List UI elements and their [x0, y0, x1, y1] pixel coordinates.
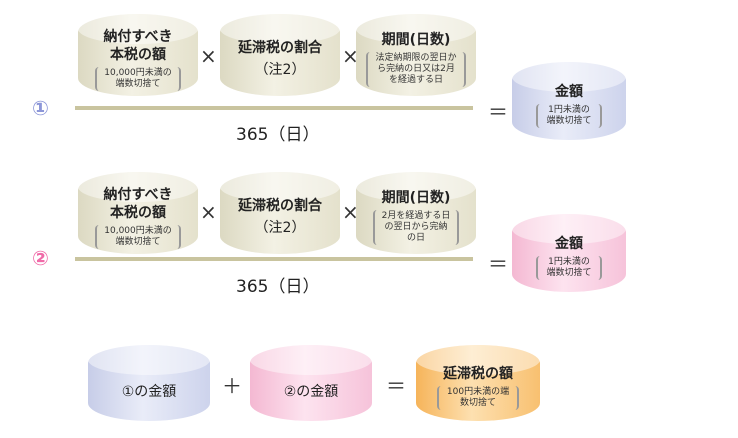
delinquency-tax-title: 延滞税の額 — [443, 365, 513, 382]
result-title: 金額 — [555, 83, 583, 100]
fraction-line-1 — [75, 106, 473, 110]
denominator-2: 365（日） — [236, 277, 320, 297]
principal-title: 納付すべき本税の額 — [103, 186, 172, 222]
principal-note: 10,000円未満の端数切捨て — [95, 224, 181, 249]
equals-sign: ＝ — [386, 374, 406, 398]
result-cylinder-1: 金額 1円未満の端数切捨て — [512, 62, 626, 140]
period-cylinder-2: 期間(日数) 2月を経過する日の翌日から完納の日 — [356, 172, 476, 254]
period-cylinder-1: 期間(日数) 法定納期限の翌日から完納の日又は2月を経過する日 — [356, 14, 476, 96]
period-title: 期間(日数) — [381, 190, 451, 206]
rate-title: 延滞税の割合 — [238, 40, 322, 56]
result-note: 1円未満の端数切捨て — [536, 103, 602, 128]
result-cylinder-2: 金額 1円未満の端数切捨て — [512, 214, 626, 292]
equals-sign: ＝ — [488, 252, 508, 276]
period-note: 法定納期限の翌日から完納の日又は2月を経過する日 — [366, 52, 466, 87]
rate-note: （注2） — [254, 220, 306, 236]
equals-sign: ＝ — [488, 100, 508, 124]
amount-2-label: ②の金額 — [283, 384, 339, 400]
principal-tax-cylinder-2: 納付すべき本税の額 10,000円未満の端数切捨て — [78, 172, 198, 254]
multiply-sign: × — [342, 44, 359, 68]
principal-title-line2: 本税の額 — [110, 46, 166, 63]
principal-tax-cylinder-1: 納付すべき本税の額 10,000円未満の端数切捨て — [78, 14, 198, 96]
multiply-sign: × — [342, 200, 359, 224]
amount-1-label: ①の金額 — [121, 384, 177, 400]
amount-1-cylinder: ①の金額 — [88, 345, 210, 421]
result-note: 1円未満の端数切捨て — [536, 255, 602, 280]
principal-title: 納付すべき本税の額 — [103, 28, 172, 64]
delinquency-tax-note: 100円未満の端数切捨て — [437, 385, 519, 410]
result-title: 金額 — [555, 235, 583, 252]
principal-title-line1: 納付すべき — [103, 186, 173, 203]
period-note: 2月を経過する日の翌日から完納の日 — [373, 210, 459, 245]
marker-2: ② — [32, 246, 49, 270]
multiply-sign: × — [200, 44, 217, 68]
rate-title: 延滞税の割合 — [238, 198, 322, 214]
delinquency-tax-cylinder: 延滞税の額 100円未満の端数切捨て — [416, 345, 540, 421]
principal-note: 10,000円未満の端数切捨て — [95, 66, 181, 91]
period-title: 期間(日数) — [381, 32, 451, 48]
principal-title-line2: 本税の額 — [110, 204, 166, 221]
amount-2-cylinder: ②の金額 — [250, 345, 372, 421]
plus-sign: ＋ — [222, 374, 242, 398]
multiply-sign: × — [200, 200, 217, 224]
principal-title-line1: 納付すべき — [103, 28, 173, 45]
rate-cylinder-2: 延滞税の割合 （注2） — [220, 172, 340, 254]
rate-cylinder-1: 延滞税の割合 （注2） — [220, 14, 340, 96]
denominator-1: 365（日） — [236, 125, 320, 145]
marker-1: ① — [32, 96, 49, 120]
rate-note: （注2） — [254, 62, 306, 78]
fraction-line-2 — [75, 257, 473, 261]
